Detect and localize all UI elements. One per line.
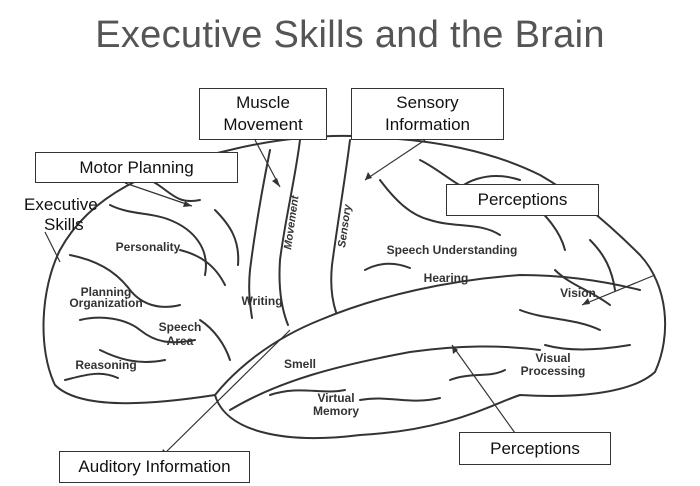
callout-muscle-line2: Movement: [223, 115, 303, 134]
callout-sensory-line2: Information: [384, 115, 471, 134]
region-vision: Vision: [560, 286, 596, 300]
postcentral-sulcus: [330, 139, 351, 313]
region-visual: Visual: [535, 351, 570, 365]
region-hearing: Hearing: [424, 271, 469, 285]
region-virtual: Virtual: [317, 391, 354, 405]
pointer-motor-planning: [124, 182, 193, 207]
region-personality: Personality: [116, 240, 181, 254]
callout-sensory-line1: Sensory: [396, 93, 459, 112]
region-planning: Planning: [81, 285, 132, 299]
region-reasoning: Reasoning: [75, 358, 136, 372]
callout-motor-planning: Motor Planning: [35, 152, 238, 183]
region-processing: Processing: [521, 364, 586, 378]
pointer-sensory-information: [364, 139, 426, 181]
callout-auditory-information: Auditory Information: [59, 451, 250, 483]
region-organization: Organization: [69, 296, 142, 310]
region-speech-understanding: Speech Understanding: [387, 243, 518, 257]
pointer-auditory-information: [159, 329, 291, 459]
region-movement: Movement: [282, 194, 302, 251]
pointer-perceptions-top: [581, 274, 656, 306]
pointer-perceptions-bottom: [451, 344, 521, 441]
region-writing: Writing: [241, 294, 282, 308]
callout-muscle-line1: Muscle: [236, 93, 290, 112]
callout-perceptions-top: Perceptions: [446, 184, 599, 216]
region-area: Area: [167, 334, 194, 348]
callout-perceptions-bottom: Perceptions: [459, 432, 611, 465]
pointer-executive-skills: [44, 231, 61, 263]
region-speech: Speech: [159, 320, 202, 334]
region-smell: Smell: [284, 357, 316, 371]
page-title: Executive Skills and the Brain: [95, 14, 605, 56]
lateral-fissure: [214, 274, 641, 396]
region-sensory: Sensory: [336, 203, 354, 249]
region-memory: Memory: [313, 404, 359, 418]
temporal-sulcus: [229, 345, 541, 411]
callout-executive-line1: Executive: [24, 195, 98, 214]
central-sulcus: [278, 139, 301, 326]
callout-executive-line2: Skills: [44, 215, 84, 234]
